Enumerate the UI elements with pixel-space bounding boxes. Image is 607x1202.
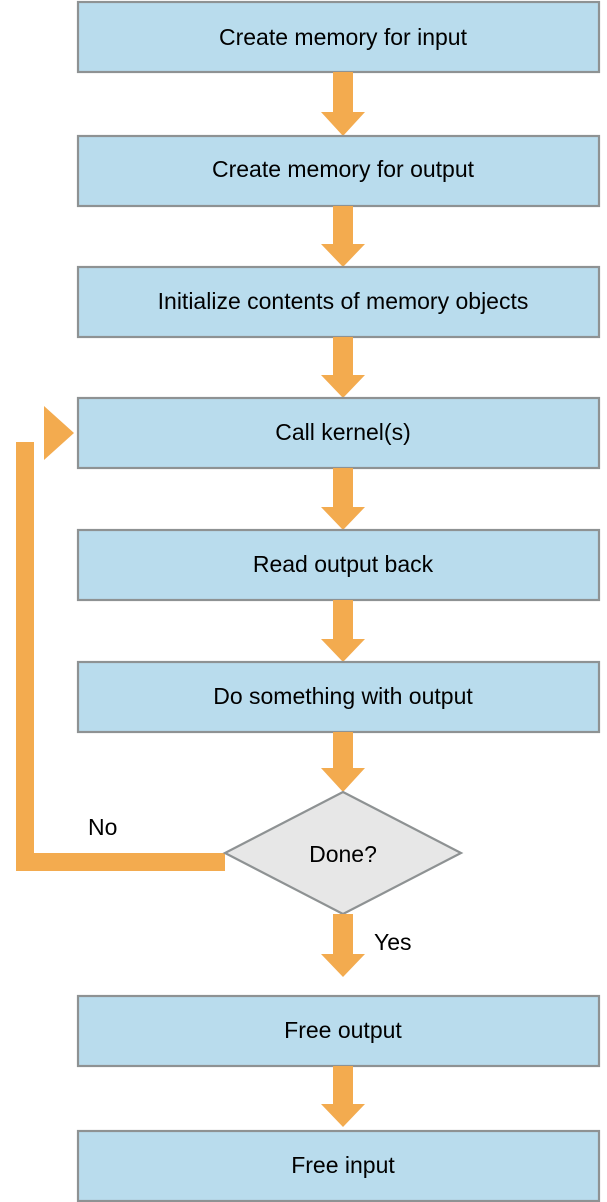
node-label-done-decision: Done?: [309, 841, 377, 867]
down-arrow-icon: [321, 468, 365, 530]
down-arrow-icon: [321, 732, 365, 792]
edge-9-arrow: [321, 1066, 365, 1127]
process-box: [76, 0, 601, 74]
node-call-kernels[interactable]: Call kernel(s): [76, 396, 601, 470]
down-arrow-icon: [321, 337, 365, 398]
edge-yes-arrow: [321, 914, 365, 977]
node-read-output-back[interactable]: Read output back: [76, 528, 601, 602]
process-box: [76, 396, 601, 470]
edge-no-loopback-arrow: [16, 406, 225, 871]
node-label-free-output: Free output: [284, 1017, 402, 1043]
node-label-create-memory-output: Create memory for output: [212, 156, 475, 182]
node-do-something-with-output[interactable]: Do something with output: [76, 660, 601, 734]
down-arrow-icon: [321, 206, 365, 267]
loopback-arrow-shape: [16, 406, 225, 871]
process-box: [76, 265, 601, 339]
process-box: [76, 660, 601, 734]
process-box: [76, 1129, 601, 1202]
node-label-read-output-back: Read output back: [253, 551, 434, 577]
down-arrow-icon: [321, 72, 365, 136]
process-box: [76, 994, 601, 1068]
edge-6-arrow: [321, 732, 365, 792]
node-free-input[interactable]: Free input: [76, 1129, 601, 1202]
node-label-initialize-memory-objects: Initialize contents of memory objects: [158, 288, 529, 314]
node-create-memory-input[interactable]: Create memory for input: [76, 0, 601, 74]
down-arrow-icon: [321, 914, 365, 977]
edge-4-arrow: [321, 468, 365, 530]
node-create-memory-output[interactable]: Create memory for output: [76, 134, 601, 208]
node-initialize-memory-objects[interactable]: Initialize contents of memory objects: [76, 265, 601, 339]
node-done-decision[interactable]: Done?: [222, 790, 464, 916]
down-arrow-icon: [321, 1066, 365, 1127]
node-label-free-input: Free input: [291, 1152, 395, 1178]
edge-3-arrow: [321, 337, 365, 398]
edge-label-no: No: [88, 814, 117, 840]
node-label-create-memory-input: Create memory for input: [219, 24, 468, 50]
edge-1-arrow: [321, 72, 365, 136]
down-arrow-icon: [321, 600, 365, 662]
node-label-call-kernels: Call kernel(s): [275, 419, 410, 445]
node-free-output[interactable]: Free output: [76, 994, 601, 1068]
edge-5-arrow: [321, 600, 365, 662]
process-box: [76, 134, 601, 208]
node-label-do-something-with-output: Do something with output: [213, 683, 473, 709]
edge-2-arrow: [321, 206, 365, 267]
edge-label-yes: Yes: [374, 929, 412, 955]
